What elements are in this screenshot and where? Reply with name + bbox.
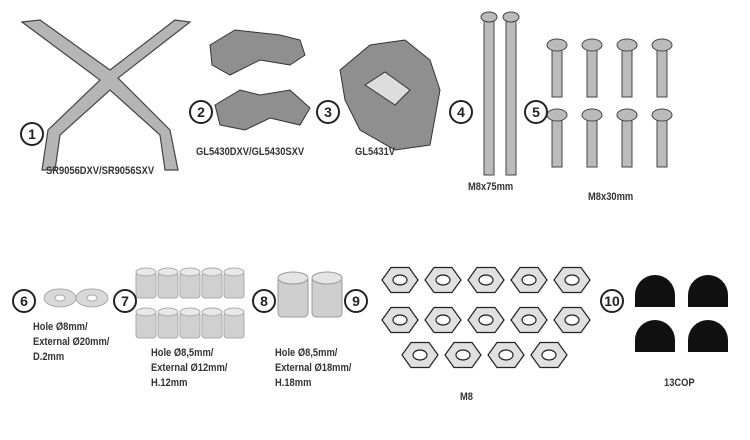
part-number-2: 2 [189,100,213,124]
label-line: SR9056DXV/SR9056SXV [46,165,155,177]
part-8-9-spacers [277,271,343,318]
label-line: External Ø20mm/ [33,336,110,348]
part-number-3: 3 [316,100,340,124]
spacer-top [179,267,201,277]
spacer-top [157,307,179,317]
label-line: M8x75mm [468,181,514,193]
hex-nut-hole [478,274,494,286]
short-bolt-head [581,38,603,52]
label-nuts: M8 [460,390,473,405]
hex-nut-hole [564,274,580,286]
spacer-top [223,307,245,317]
label-line: External Ø12mm/ [151,362,228,374]
part-number-8: 8 [252,289,276,313]
label-line: Hole Ø8,5mm/ [275,347,338,359]
label-part-7: Hole Ø8,5mm/ External Ø12mm/ H.12mm [151,346,227,391]
hex-nut-hole [541,349,557,361]
label-line: D.2mm [33,351,65,363]
label-line: M8 [460,391,473,403]
short-bolt-head [546,38,568,52]
part-number-7: 7 [113,289,137,313]
part-10-caps [635,275,728,352]
short-bolt-head [651,108,673,122]
spacer-top [201,307,223,317]
part-4-long-bolts [480,11,520,176]
hex-nut-hole [498,349,514,361]
label-line: 13COP [664,377,695,389]
label-part-9: Hole Ø8,5mm/ External Ø18mm/ H.18mm [275,346,351,391]
spacer-top [135,267,157,277]
label-part-5: M8x30mm [588,190,633,205]
hex-nut-hole [392,274,408,286]
label-part-6: Hole Ø8mm/ External Ø20mm/ D.2mm [33,320,109,365]
hex-nut-hole [478,314,494,326]
spacer-top [179,307,201,317]
label-line: Hole Ø8,5mm/ [151,347,214,359]
label-line: External Ø18mm/ [275,362,352,374]
part-5-short-bolts [546,38,673,168]
short-bolt-shank [586,44,598,98]
part-number-4: 4 [449,100,473,124]
hex-nut-hole [435,314,451,326]
label-line: H.18mm [275,377,312,389]
label-part-1: SR9056DXV/SR9056SXV [46,164,154,179]
hex-nut-hole [521,314,537,326]
label-line: GL5431V [355,146,396,158]
short-bolt-shank [551,44,563,98]
part-number-1: 1 [20,122,44,146]
short-bolt-head [546,108,568,122]
spacer-top [223,267,245,277]
part-7-spacers [135,267,245,339]
label-part-2: GL5430DXV/GL5430SXV [196,145,304,160]
hex-nut-hole [435,274,451,286]
label-part-4: M8x75mm [468,180,513,195]
label-part-10: 13COP [664,376,695,391]
short-bolt-shank [656,44,668,98]
part-3-bracket [339,39,441,151]
hex-nut-hole [455,349,471,361]
part-number-5: 5 [524,100,548,124]
short-bolt-head [616,108,638,122]
short-bolt-shank [621,44,633,98]
label-line: GL5430DXV/GL5430SXV [196,146,305,158]
label-line: M8x30mm [588,191,634,203]
part-2-plates [209,29,311,131]
label-part-3: GL5431V [355,145,395,160]
hex-nut-hole [392,314,408,326]
part-6-washers [43,288,109,308]
short-bolt-head [581,108,603,122]
part-number-9: 9 [344,289,368,313]
hex-nut-hole [521,274,537,286]
short-bolt-shank [656,114,668,168]
spacer-top [201,267,223,277]
nuts-m8 [381,266,591,369]
short-bolt-shank [621,114,633,168]
hex-nut-hole [564,314,580,326]
label-line: Hole Ø8mm/ [33,321,88,333]
spacer-top [157,267,179,277]
label-line: H.12mm [151,377,188,389]
short-bolt-head [651,38,673,52]
part-1-x-frame [20,19,192,171]
short-bolt-shank [586,114,598,168]
spacer-top [135,307,157,317]
short-bolt-shank [551,114,563,168]
part-number-10: 10 [600,289,624,313]
hex-nut-hole [412,349,428,361]
short-bolt-head [616,38,638,52]
part-number-6: 6 [12,289,36,313]
